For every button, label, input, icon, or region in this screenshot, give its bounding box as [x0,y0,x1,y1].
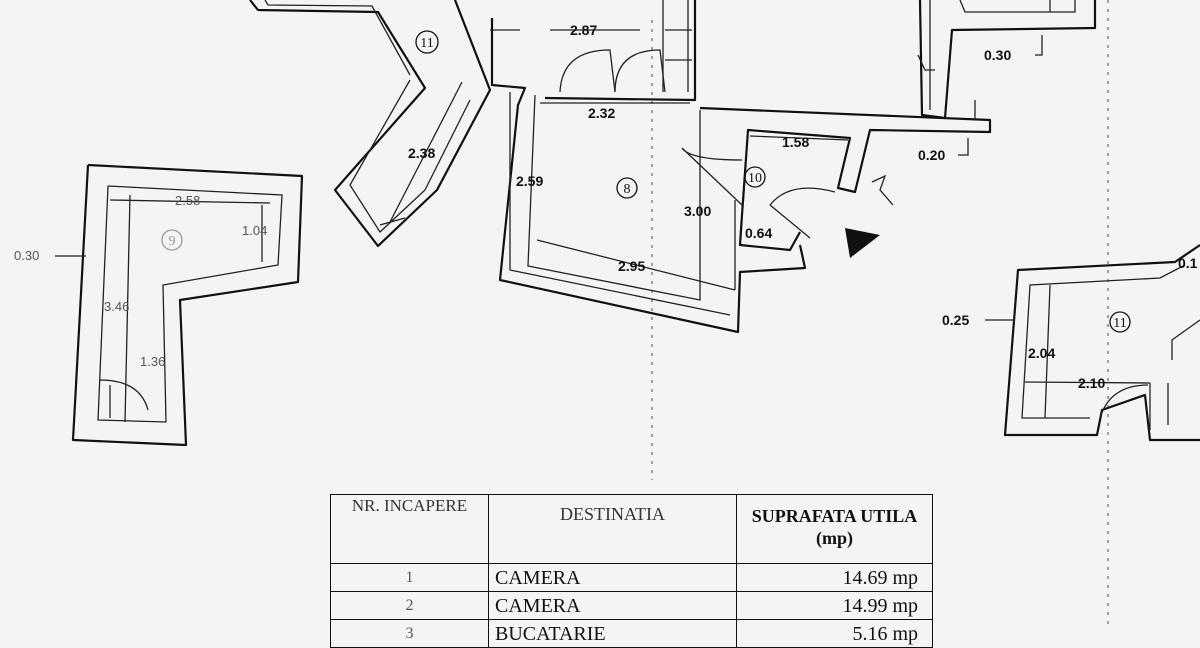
table-header-row: NR. INCAPERE DESTINATIA SUPRAFATA UTILA … [330,494,933,564]
dimension-label: 2.10 [1078,375,1105,391]
dimension-label: 3.46 [104,299,129,314]
dimension-label: 1.04 [242,223,267,238]
cell-destination: CAMERA [488,563,737,592]
cell-area: 5.16 mp [736,619,933,648]
room-area-table: NR. INCAPERE DESTINATIA SUPRAFATA UTILA … [330,494,933,648]
room-11-top: 11 2.38 [249,0,492,248]
cell-area: 14.69 mp [736,563,933,592]
cell-destination: CAMERA [488,591,737,620]
table-row: 3 BUCATARIE 5.16 mp [330,619,933,648]
header-room-number: NR. INCAPERE [330,494,489,564]
dimension-label: 0.20 [918,147,945,163]
top-right-walls: 0.30 0.20 [917,0,1097,163]
dimension-label: 2.04 [1028,345,1055,361]
dimension-label: 2.59 [516,173,543,189]
dimension-label: 2.32 [588,105,615,121]
room-9: 9 2.58 1.04 0.30 3.46 1.36 [14,163,304,447]
room-11-right: 11 0.25 2.04 2.10 0.1 [942,244,1200,442]
dimension-label: 0.25 [942,312,969,328]
table-row: 1 CAMERA 14.69 mp [330,563,933,592]
room-number: 9 [169,234,176,249]
dimension-label: 0.1 [1178,255,1198,271]
cell-room-number: 2 [330,591,489,620]
dimension-label: 2.95 [618,258,645,274]
room-number: 11 [1113,316,1126,331]
dimension-label: 1.58 [782,134,809,150]
room-number: 8 [624,182,631,197]
cell-area: 14.99 mp [736,591,933,620]
dimension-label: 1.36 [140,354,165,369]
dimension-label: 2.58 [175,193,200,208]
room-8: 8 2.87 2.32 2.59 3.00 2.95 [490,0,807,334]
cell-destination: BUCATARIE [488,619,737,648]
room-10: 10 1.58 0.64 [681,106,992,258]
dimension-label: 0.30 [14,248,39,263]
table-row: 2 CAMERA 14.99 mp [330,591,933,620]
dimension-label: 0.64 [745,225,772,241]
dimension-label: 2.87 [570,22,597,38]
header-usable-area: SUPRAFATA UTILA (mp) [736,494,933,564]
dimension-label: 3.00 [684,203,711,219]
room-number: 10 [748,171,762,186]
header-destination: DESTINATIA [488,494,737,564]
floor-plan: 11 2.38 8 2.87 2.32 2.59 3.00 2.95 [14,0,1200,630]
dimension-label: 2.38 [408,145,435,161]
room-number: 11 [420,36,433,51]
north-arrow-icon [845,228,880,258]
dimension-label: 0.30 [984,47,1011,63]
cell-room-number: 3 [330,619,489,648]
cell-room-number: 1 [330,563,489,592]
